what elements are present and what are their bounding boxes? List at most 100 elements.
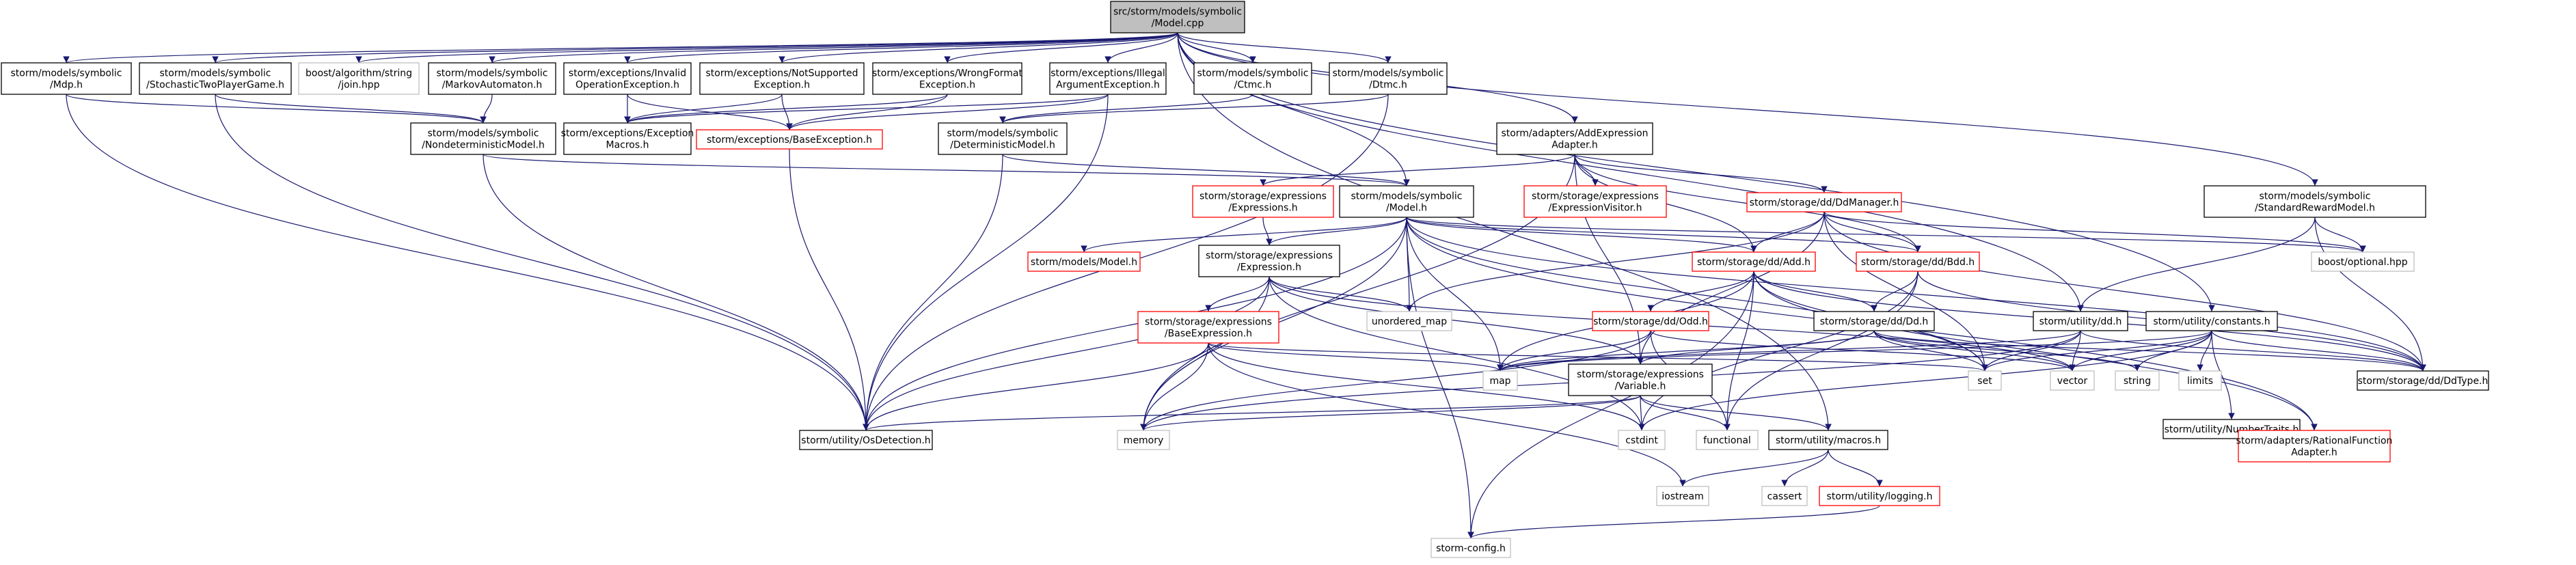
edge-baseexpr_h-to-map <box>1208 342 1504 372</box>
edge-arrow <box>480 94 493 124</box>
edge-arrow <box>1266 217 1407 246</box>
node-storm-utility-macros-h[interactable]: storm/utility/macros.h <box>1768 430 1888 450</box>
edge-util_dd_h-to-set <box>1981 330 2081 372</box>
node-storm-models-symbolic-stochastictwoplayergame-h[interactable]: storm/models/symbolic/StochasticTwoPlaye… <box>139 62 292 95</box>
node-storm-models-symbolic-nondeterministicmodel-h[interactable]: storm/models/symbolic/NondeterministicMo… <box>410 122 556 155</box>
node-storm-storage-expressions-expression-h[interactable]: storm/storage/expressions/Expression.h <box>1198 245 1340 277</box>
edge-arrow <box>1140 395 1641 431</box>
node-label-line: /DeterministicModel.h <box>950 140 1055 151</box>
node-storm-storage-dd-bdd-h[interactable]: storm/storage/dd/Bdd.h <box>1856 251 1980 272</box>
edge-arrow <box>1638 395 1645 431</box>
node-storm-models-symbolic-ctmc-h[interactable]: storm/models/symbolic/Ctmc.h <box>1193 62 1312 95</box>
node-storm-utility-dd-h[interactable]: storm/utility/dd.h <box>2033 311 2128 331</box>
edge-arrow <box>863 154 1003 431</box>
node-storm-models-symbolic-markovautomaton-h[interactable]: storm/models/symbolic/MarkovAutomaton.h <box>428 62 556 95</box>
node-storm-utility-constants-h[interactable]: storm/utility/constants.h <box>2145 311 2278 331</box>
node-storm-storage-dd-ddtype-h[interactable]: storm/storage/dd/DdType.h <box>2357 370 2489 391</box>
node-label-line: storm/storage/expressions <box>1532 191 1659 202</box>
edge-arrow <box>1260 154 1575 187</box>
edge-arrow <box>2211 330 2426 372</box>
edge-arrow <box>1497 330 1651 372</box>
edge-illegal_arg_h-to-osdetection_h <box>863 94 1109 431</box>
edge-logging_h-to-storm_config_h <box>1467 505 1880 539</box>
edge-model_cpp-to-dtmc_h <box>1177 32 1392 64</box>
node-storm-models-symbolic-standardrewardmodel-h[interactable]: storm/models/symbolic/StandardRewardMode… <box>2204 185 2426 218</box>
edge-arrow <box>863 395 1641 431</box>
edge-arrow <box>1467 271 1754 539</box>
edge-addexpr_h-to-exprvisitor_h <box>1574 154 1599 187</box>
node-storm-storage-expressions-expressions-h[interactable]: storm/storage/expressions/Expressions.h <box>1192 185 1334 218</box>
node-storm-utility-osdetection-h[interactable]: storm/utility/OsDetection.h <box>799 430 933 450</box>
edge-arrow <box>215 94 869 431</box>
node-box <box>1027 251 1141 272</box>
edge-model_cpp-to-ctmc_h <box>1177 32 1256 64</box>
node-label-line: storm/storage/dd/DdType.h <box>2358 376 2489 387</box>
edge-illegal_arg_h-to-exc_macros_h <box>624 94 1109 124</box>
edge-add_h-to-dd_h <box>1753 271 1877 312</box>
node-storm-storage-dd-add-h[interactable]: storm/storage/dd/Add.h <box>1692 251 1816 272</box>
node-storm-storage-dd-dd-h[interactable]: storm/storage/dd/Dd.h <box>1813 311 1935 331</box>
node-storm-utility-logging-h[interactable]: storm/utility/logging.h <box>1819 486 1940 506</box>
node-label-line: cassert <box>1767 491 1802 502</box>
edge-add_h-to-odd_h <box>1647 271 1754 312</box>
node-storm-models-model-h[interactable]: storm/models/Model.h <box>1027 251 1141 272</box>
node-label-line: storm/exceptions/Exception <box>561 128 694 139</box>
edge-constants_h-to-string <box>2134 330 2212 372</box>
node-storm-utility-numbertraits-h[interactable]: storm/utility/NumberTraits.h <box>2163 419 2301 439</box>
edge-ddmanager_h-to-variable_h <box>1637 211 1825 365</box>
node-box <box>1761 486 1808 506</box>
edge-ctmc_h-to-det_h <box>999 94 1253 124</box>
node-box <box>1117 430 1170 450</box>
node-box <box>410 122 556 155</box>
node-label-line: /MarkovAutomaton.h <box>442 80 543 91</box>
node-label-line: Adapter.h <box>1551 140 1598 151</box>
edge-add_h-to-functional <box>1724 271 1754 431</box>
node-box <box>1592 311 1709 331</box>
edge-bdd_h-to-functional <box>1724 271 1919 431</box>
node-src-storm-models-symbolic-model-cpp[interactable]: src/storm/models/symbolic/Model.cpp <box>1110 1 1245 33</box>
edge-arrow <box>2077 217 2316 312</box>
node-storm-models-symbolic-deterministicmodel-h[interactable]: storm/models/symbolic/DeterministicModel… <box>938 122 1068 155</box>
node-box <box>1813 311 1935 331</box>
node-storm-exceptions-illegalargumentexception-h[interactable]: storm/exceptions/IllegalArgumentExceptio… <box>1049 62 1167 95</box>
node-cstdint: cstdint <box>1618 430 1666 450</box>
node-storm-models-symbolic-mdp-h[interactable]: storm/models/symbolic/Mdp.h <box>1 62 132 95</box>
node-label-line: storm/utility/logging.h <box>1827 491 1933 502</box>
node-storm-models-symbolic-model-h[interactable]: storm/models/symbolic/Model.h <box>1339 185 1474 218</box>
node-box <box>1568 363 1713 396</box>
node-box <box>2050 370 2095 391</box>
node-storm-storage-dd-odd-h[interactable]: storm/storage/dd/Odd.h <box>1592 311 1709 331</box>
node-storm-exceptions-baseexception-h[interactable]: storm/exceptions/BaseException.h <box>696 129 883 150</box>
node-label-line: boost/algorithm/string <box>306 68 412 79</box>
edge-mdp_h-to-osdetection_h <box>66 94 869 431</box>
edge-arrow <box>1002 154 1410 187</box>
edge-arrow <box>2134 330 2212 372</box>
node-label-line: /Model.cpp <box>1152 18 1204 29</box>
node-storm-storage-expressions-variable-h[interactable]: storm/storage/expressions/Variable.h <box>1568 363 1713 396</box>
edge-arrow <box>624 94 948 124</box>
node-storm-models-symbolic-dtmc-h[interactable]: storm/models/symbolic/Dtmc.h <box>1329 62 1448 95</box>
node-storm-storage-dd-ddmanager-h[interactable]: storm/storage/dd/DdManager.h <box>1746 192 1902 212</box>
edge-model_cpp-to-markov_h <box>489 32 1178 64</box>
edge-model_cpp-to-boost_join <box>355 32 1178 64</box>
node-label-line: map <box>1489 376 1510 387</box>
node-storm-exceptions-invalidoperationexception-h[interactable]: storm/exceptions/InvalidOperationExcepti… <box>563 62 692 95</box>
edge-arrow <box>944 32 1178 64</box>
edge-add_h-to-storm_config_h <box>1467 271 1754 539</box>
node-storm-storage-expressions-baseexpression-h[interactable]: storm/storage/expressions/BaseExpression… <box>1137 311 1279 344</box>
node-box <box>1193 62 1312 95</box>
node-limits: limits <box>2178 370 2222 391</box>
node-functional: functional <box>1696 430 1759 450</box>
node-storm-storage-expressions-expressionvisitor-h[interactable]: storm/storage/expressions/ExpressionVisi… <box>1523 185 1667 218</box>
node-label-line: storm/storage/expressions <box>1199 191 1327 202</box>
edge-arrow <box>1873 330 2076 372</box>
node-box <box>938 122 1068 155</box>
edge-ddmanager_h-to-bdd_h <box>1823 211 1921 253</box>
node-label-line: Exception.h <box>919 80 975 91</box>
node-label-line: storm/storage/dd/Add.h <box>1697 257 1811 268</box>
